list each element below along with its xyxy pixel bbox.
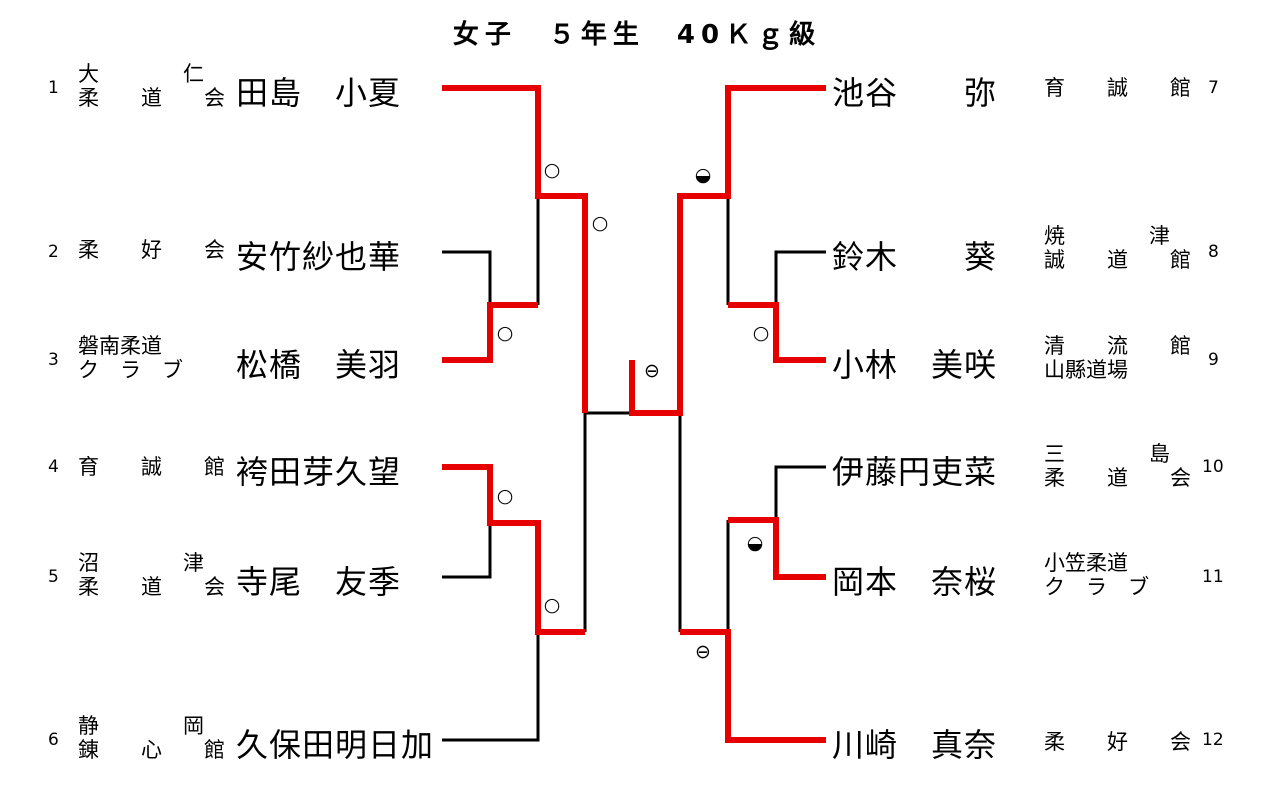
seed-number: 12: [1202, 730, 1224, 750]
player-name: 岡本 奈桜: [832, 563, 998, 601]
player-name: 田島 小夏: [236, 74, 402, 112]
seed-number: 3: [48, 350, 59, 370]
seed-number: 1: [48, 78, 59, 98]
club-name: 柔 好 会: [1044, 730, 1191, 754]
result-mark: ○: [544, 159, 561, 181]
bracket-line-left-5: [442, 523, 492, 579]
result-mark: ○: [497, 485, 514, 507]
bracket-line-right-10: [774, 465, 826, 520]
bracket-line-right-9: [728, 302, 826, 363]
bracket-line-left-6: [442, 632, 540, 742]
player-name: 袴田芽久望: [236, 453, 402, 491]
bracket-title: 女子 ５年生 40Ｋｇ級: [452, 20, 822, 50]
club-name: 大 仁柔 道 会: [78, 62, 225, 110]
bracket-line-left-semi-bottom: [583, 411, 632, 632]
result-mark: ○: [592, 212, 609, 234]
bracket-line-right-8: [774, 250, 826, 305]
seed-number: 10: [1202, 457, 1224, 477]
bracket-line-final: [629, 85, 826, 416]
bracket-line-left-2: [442, 250, 492, 305]
result-mark: ○: [544, 594, 561, 616]
seed-number: 8: [1208, 242, 1219, 262]
player-name: 松橋 美羽: [236, 346, 402, 384]
bracket-line-right-12: [680, 629, 826, 743]
club-name: 磐南柔道ク ラ ブ: [78, 334, 183, 382]
player-name: 小林 美咲: [832, 346, 998, 384]
bracket-line-left-4: [442, 464, 585, 635]
player-name: 久保田明日加: [236, 726, 435, 764]
bracket-line-right-11: [728, 517, 826, 580]
player-name: 川崎 真奈: [832, 726, 998, 764]
result-mark: ⊖: [695, 641, 711, 663]
club-name: 静 岡錬 心 館: [78, 714, 225, 762]
player-name: 伊藤円吏菜: [832, 453, 998, 491]
club-name: 育 誠 館: [1044, 76, 1191, 100]
seed-number: 4: [48, 457, 59, 477]
club-name: 沼 津柔 道 会: [78, 551, 225, 599]
result-mark: ⊖: [644, 360, 660, 382]
club-name: 小笠柔道ク ラ ブ: [1044, 551, 1149, 599]
seed-number: 6: [48, 730, 59, 750]
club-name: 三 島柔 道 会: [1044, 442, 1191, 490]
seed-number: 11: [1202, 567, 1224, 587]
player-name: 池谷 弥: [832, 74, 998, 112]
bracket-line-left-1: [442, 85, 588, 413]
result-mark: ○: [753, 322, 770, 344]
seed-number: 7: [1208, 78, 1219, 98]
result-mark: ◒: [747, 532, 764, 554]
club-name: 育 誠 館: [78, 455, 225, 479]
player-name: 鈴木 葵: [832, 238, 998, 276]
bracket-line-left-3: [442, 302, 538, 363]
seed-number: 5: [48, 567, 59, 587]
club-name: 焼 津誠 道 館: [1044, 224, 1191, 272]
seed-number: 2: [48, 242, 59, 262]
player-name: 安竹紗也華: [236, 238, 402, 276]
club-name: 柔 好 会: [78, 238, 225, 262]
result-mark: ○: [497, 322, 514, 344]
result-mark: ◒: [695, 164, 712, 186]
player-name: 寺尾 友季: [236, 563, 402, 601]
seed-number: 9: [1208, 350, 1219, 370]
club-name: 清 流 館山縣道場: [1044, 334, 1191, 382]
